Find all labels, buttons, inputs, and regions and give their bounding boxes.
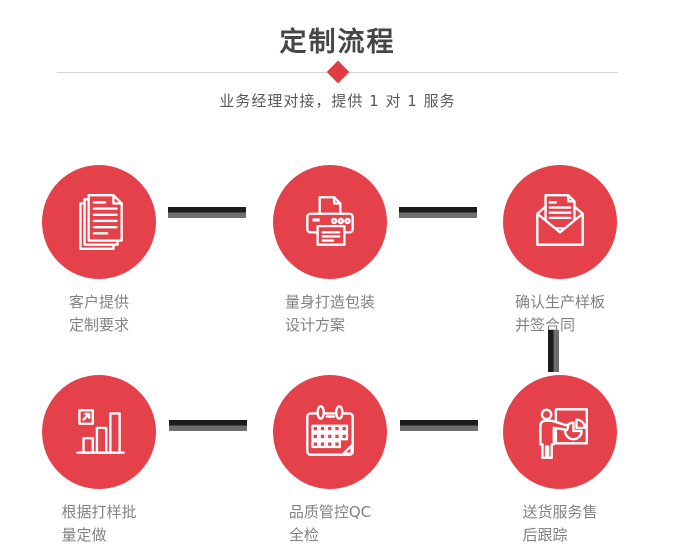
envelope-icon <box>536 194 584 246</box>
step-circle <box>273 375 387 489</box>
step-circle <box>42 375 156 489</box>
step-circle <box>42 165 156 279</box>
step-label: 客户提供 定制要求 <box>68 293 129 334</box>
connector-step3-step6 <box>548 330 559 372</box>
presentation-icon <box>539 408 588 459</box>
step-circle <box>273 165 387 279</box>
process-step-2: 量身打造包装 设计方案 <box>273 165 387 337</box>
process-step-4: 根据打样批 量定做 <box>42 375 156 547</box>
step-label: 根据打样批 量定做 <box>61 503 137 544</box>
step-circle <box>503 375 617 489</box>
connector-step4-step5 <box>169 420 247 431</box>
bar-chart-icon <box>76 409 125 454</box>
connector-step5-step6 <box>400 420 478 431</box>
step-circle <box>503 165 617 279</box>
page-subtitle: 业务经理对接，提供 1 对 1 服务 <box>219 92 456 110</box>
step-label: 送货服务售 后跟踪 <box>522 503 598 544</box>
process-step-3: 确认生产样板 并签合同 <box>503 165 617 337</box>
page-title: 定制流程 <box>279 27 396 58</box>
documents-icon <box>79 194 123 250</box>
step-label: 品质管控QC 全检 <box>288 503 372 544</box>
step-label: 量身打造包装 设计方案 <box>284 293 375 334</box>
printer-icon <box>306 196 354 246</box>
calendar-icon <box>306 405 354 456</box>
process-step-1: 客户提供 定制要求 <box>42 165 156 337</box>
diamond-marker <box>326 60 350 84</box>
connector-step1-step2 <box>168 207 246 218</box>
connector-step2-step3 <box>399 207 477 218</box>
process-step-5: 品质管控QC 全检 <box>273 375 387 547</box>
process-step-6: 送货服务售 后跟踪 <box>503 375 617 547</box>
step-label: 确认生产样板 并签合同 <box>514 293 605 334</box>
